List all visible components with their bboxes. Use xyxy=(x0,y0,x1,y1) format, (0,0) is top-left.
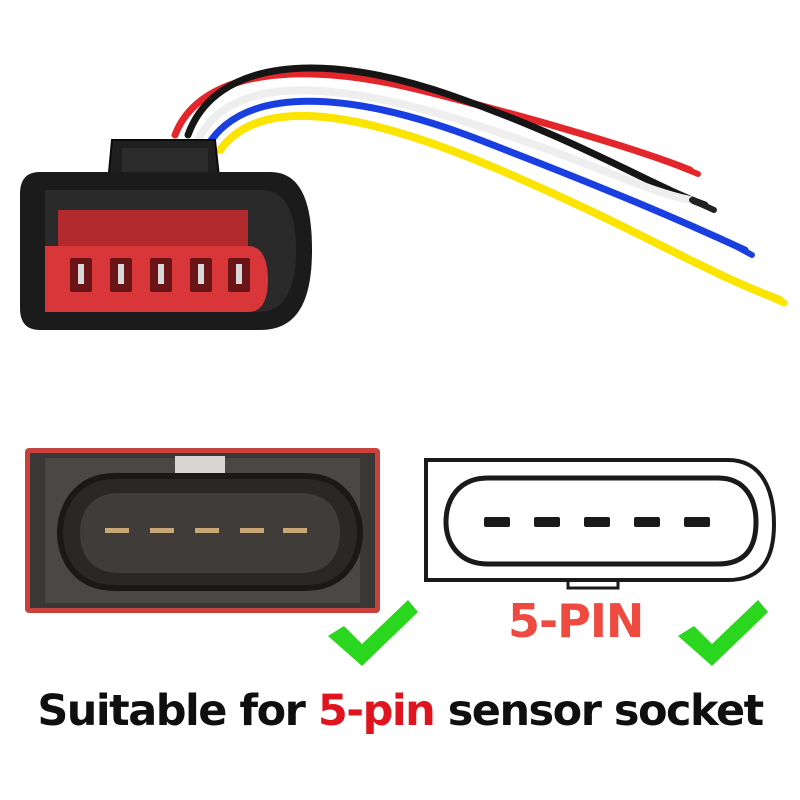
check-mark-icon xyxy=(678,600,768,666)
wire-bundle xyxy=(171,64,784,304)
wire-blue xyxy=(204,97,749,254)
wire-white xyxy=(194,86,694,204)
caption-highlight: 5-pin xyxy=(317,686,436,736)
check-mark-icon xyxy=(328,600,418,666)
pin-count-label: 5-PIN xyxy=(508,594,644,648)
socket-pins xyxy=(105,528,307,533)
compatibility-caption: Suitable for 5-pin sensor socket xyxy=(0,690,800,733)
wire-yellow xyxy=(216,111,784,304)
caption-suffix: sensor socket xyxy=(434,686,764,736)
pin-contacts xyxy=(78,264,242,284)
connector-product-photo xyxy=(20,64,788,330)
wire-black xyxy=(184,64,709,209)
five-pin-diagram xyxy=(424,458,777,590)
sensor-socket-photo xyxy=(25,448,380,613)
wire-tips xyxy=(673,162,788,307)
diagram-pins xyxy=(484,517,710,527)
caption-prefix: Suitable for xyxy=(37,686,318,736)
